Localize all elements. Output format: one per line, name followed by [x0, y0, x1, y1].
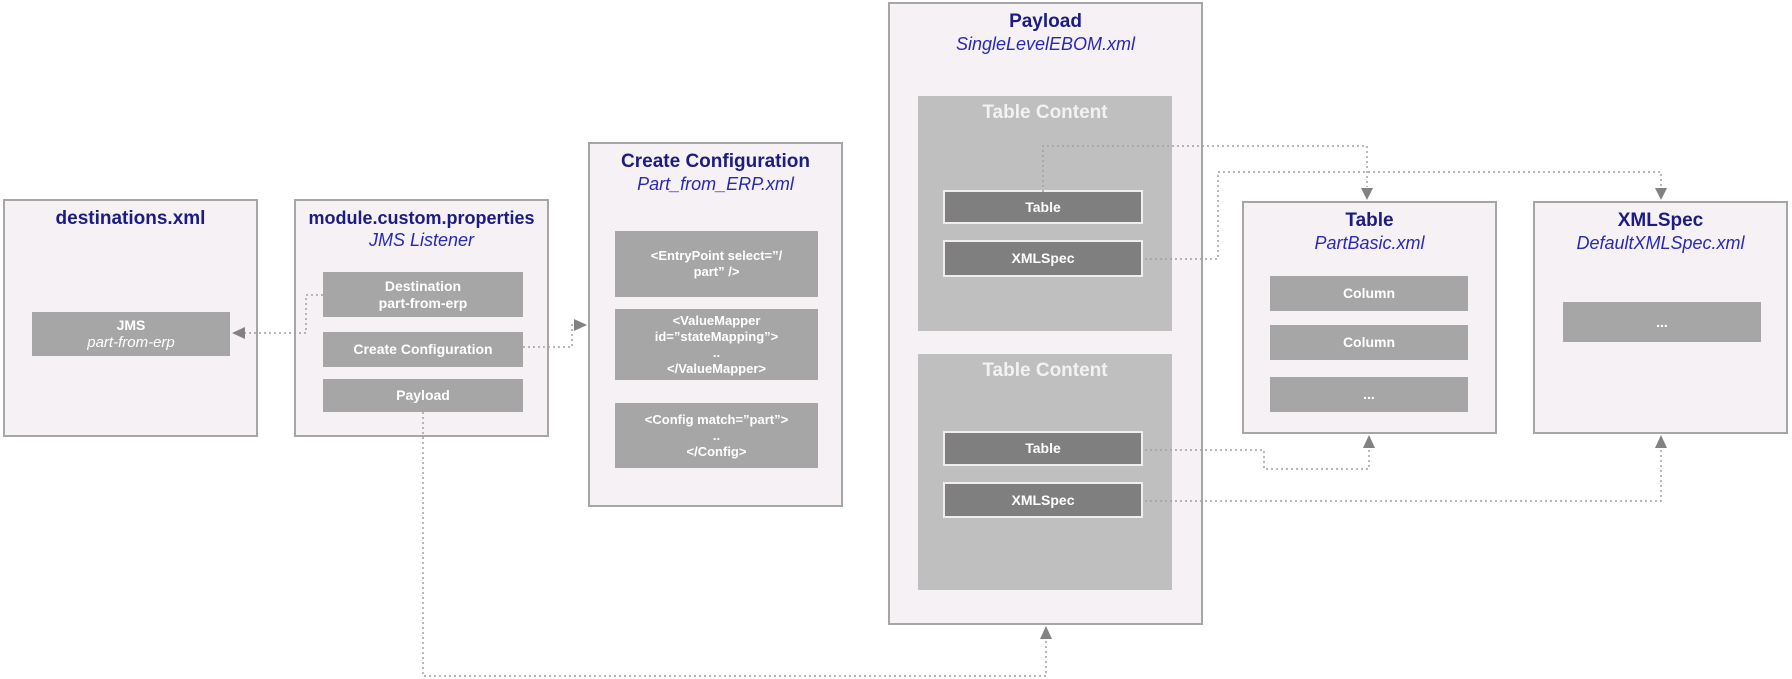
- panel-create-configuration: Create Configuration Part_from_ERP.xml <…: [588, 142, 843, 507]
- section-table-content-2-title: Table Content: [982, 360, 1108, 381]
- code-valuemapper-line3: ..: [712, 344, 721, 360]
- arrowhead-right-create-configuration: [574, 319, 587, 331]
- node-create-configuration-label: Create Configuration: [353, 341, 493, 357]
- arrowhead-up-xmlspec-panel: [1655, 435, 1667, 448]
- code-config-line3: </Config>: [686, 443, 747, 459]
- node-column-2: Column: [1270, 325, 1468, 360]
- panel-create-configuration-title: Create Configuration: [621, 151, 810, 172]
- panel-payload-subtitle: SingleLevelEBOM.xml: [955, 34, 1136, 54]
- node-xmlspec-2: XMLSpec: [943, 482, 1143, 518]
- node-column-1: Column: [1270, 276, 1468, 311]
- node-column-ellipsis: ...: [1270, 377, 1468, 412]
- panel-module-properties-title: module.custom.properties: [308, 208, 535, 228]
- panel-destinations-title: destinations.xml: [55, 208, 206, 229]
- node-xmlspec-ellipsis: ...: [1563, 302, 1761, 342]
- code-config: <Config match=”part”> .. </Config>: [615, 403, 818, 468]
- node-column-ellipsis-label: ...: [1363, 386, 1375, 402]
- panel-payload: Payload SingleLevelEBOM.xml Table Conten…: [888, 2, 1203, 625]
- code-valuemapper: <ValueMapper id=”stateMapping”> .. </Val…: [615, 309, 818, 380]
- node-xmlspec-1: XMLSpec: [943, 240, 1143, 277]
- code-entrypoint-line2: part” />: [693, 264, 740, 279]
- code-valuemapper-line1: <ValueMapper: [672, 312, 761, 328]
- section-table-content-2: Table Content Table XMLSpec: [918, 354, 1172, 590]
- node-destination-value: part-from-erp: [378, 294, 468, 311]
- code-valuemapper-line2: id=”stateMapping”>: [654, 328, 779, 344]
- node-table-1-label: Table: [1025, 198, 1061, 215]
- node-table-2-label: Table: [1025, 440, 1061, 456]
- node-xmlspec-ellipsis-label: ...: [1656, 313, 1668, 330]
- panel-table: Table PartBasic.xml Column Column ...: [1242, 201, 1497, 434]
- node-xmlspec-1-label: XMLSpec: [1011, 250, 1075, 266]
- panel-module-properties-subtitle: JMS Listener: [368, 230, 475, 250]
- arrowhead-down-xmlspec-panel: [1655, 188, 1667, 200]
- node-payload: Payload: [323, 379, 523, 412]
- code-config-line2: ..: [712, 427, 721, 443]
- node-payload-label: Payload: [396, 387, 450, 403]
- panel-destinations: destinations.xml JMS part-from-erp: [3, 199, 258, 437]
- node-column-2-label: Column: [1342, 334, 1396, 350]
- node-jms-destination-name: part-from-erp: [87, 334, 175, 351]
- node-jms-part-from-erp: JMS part-from-erp: [32, 312, 230, 356]
- code-entrypoint-line1: <EntryPoint select=”/: [650, 248, 783, 263]
- panel-create-configuration-subtitle: Part_from_ERP.xml: [637, 174, 794, 194]
- node-xmlspec-2-label: XMLSpec: [1011, 491, 1075, 508]
- panel-xmlspec-title: XMLSpec: [1617, 210, 1704, 231]
- code-valuemapper-line4: </ValueMapper>: [667, 360, 766, 376]
- section-table-content-1: Table Content Table XMLSpec: [918, 96, 1172, 331]
- node-destination-label: Destination: [384, 277, 462, 294]
- node-column-1-label: Column: [1342, 285, 1396, 301]
- arrowhead-up-table-panel: [1363, 435, 1375, 448]
- code-config-line1: <Config match=”part”>: [644, 411, 789, 427]
- arrowhead-down-table-panel: [1361, 188, 1373, 200]
- panel-table-title: Table: [1345, 210, 1394, 231]
- connector-xmlspec2-to-xmlspec-panel: [1145, 435, 1667, 502]
- arrowhead-up-payload-panel: [1040, 626, 1052, 639]
- node-table-2: Table: [943, 431, 1143, 466]
- panel-payload-title: Payload: [1009, 11, 1082, 32]
- node-create-configuration: Create Configuration: [323, 332, 523, 367]
- panel-xmlspec: XMLSpec DefaultXMLSpec.xml ...: [1533, 201, 1788, 434]
- section-table-content-1-title: Table Content: [982, 102, 1108, 123]
- panel-table-subtitle: PartBasic.xml: [1314, 233, 1425, 253]
- node-destination-part-from-erp: Destination part-from-erp: [323, 272, 523, 317]
- panel-module-properties: module.custom.properties JMS Listener De…: [294, 199, 549, 437]
- code-entrypoint: <EntryPoint select=”/ part” />: [615, 231, 818, 297]
- node-jms-label: JMS: [116, 317, 146, 333]
- panel-xmlspec-subtitle: DefaultXMLSpec.xml: [1576, 233, 1745, 253]
- node-table-1: Table: [943, 190, 1143, 224]
